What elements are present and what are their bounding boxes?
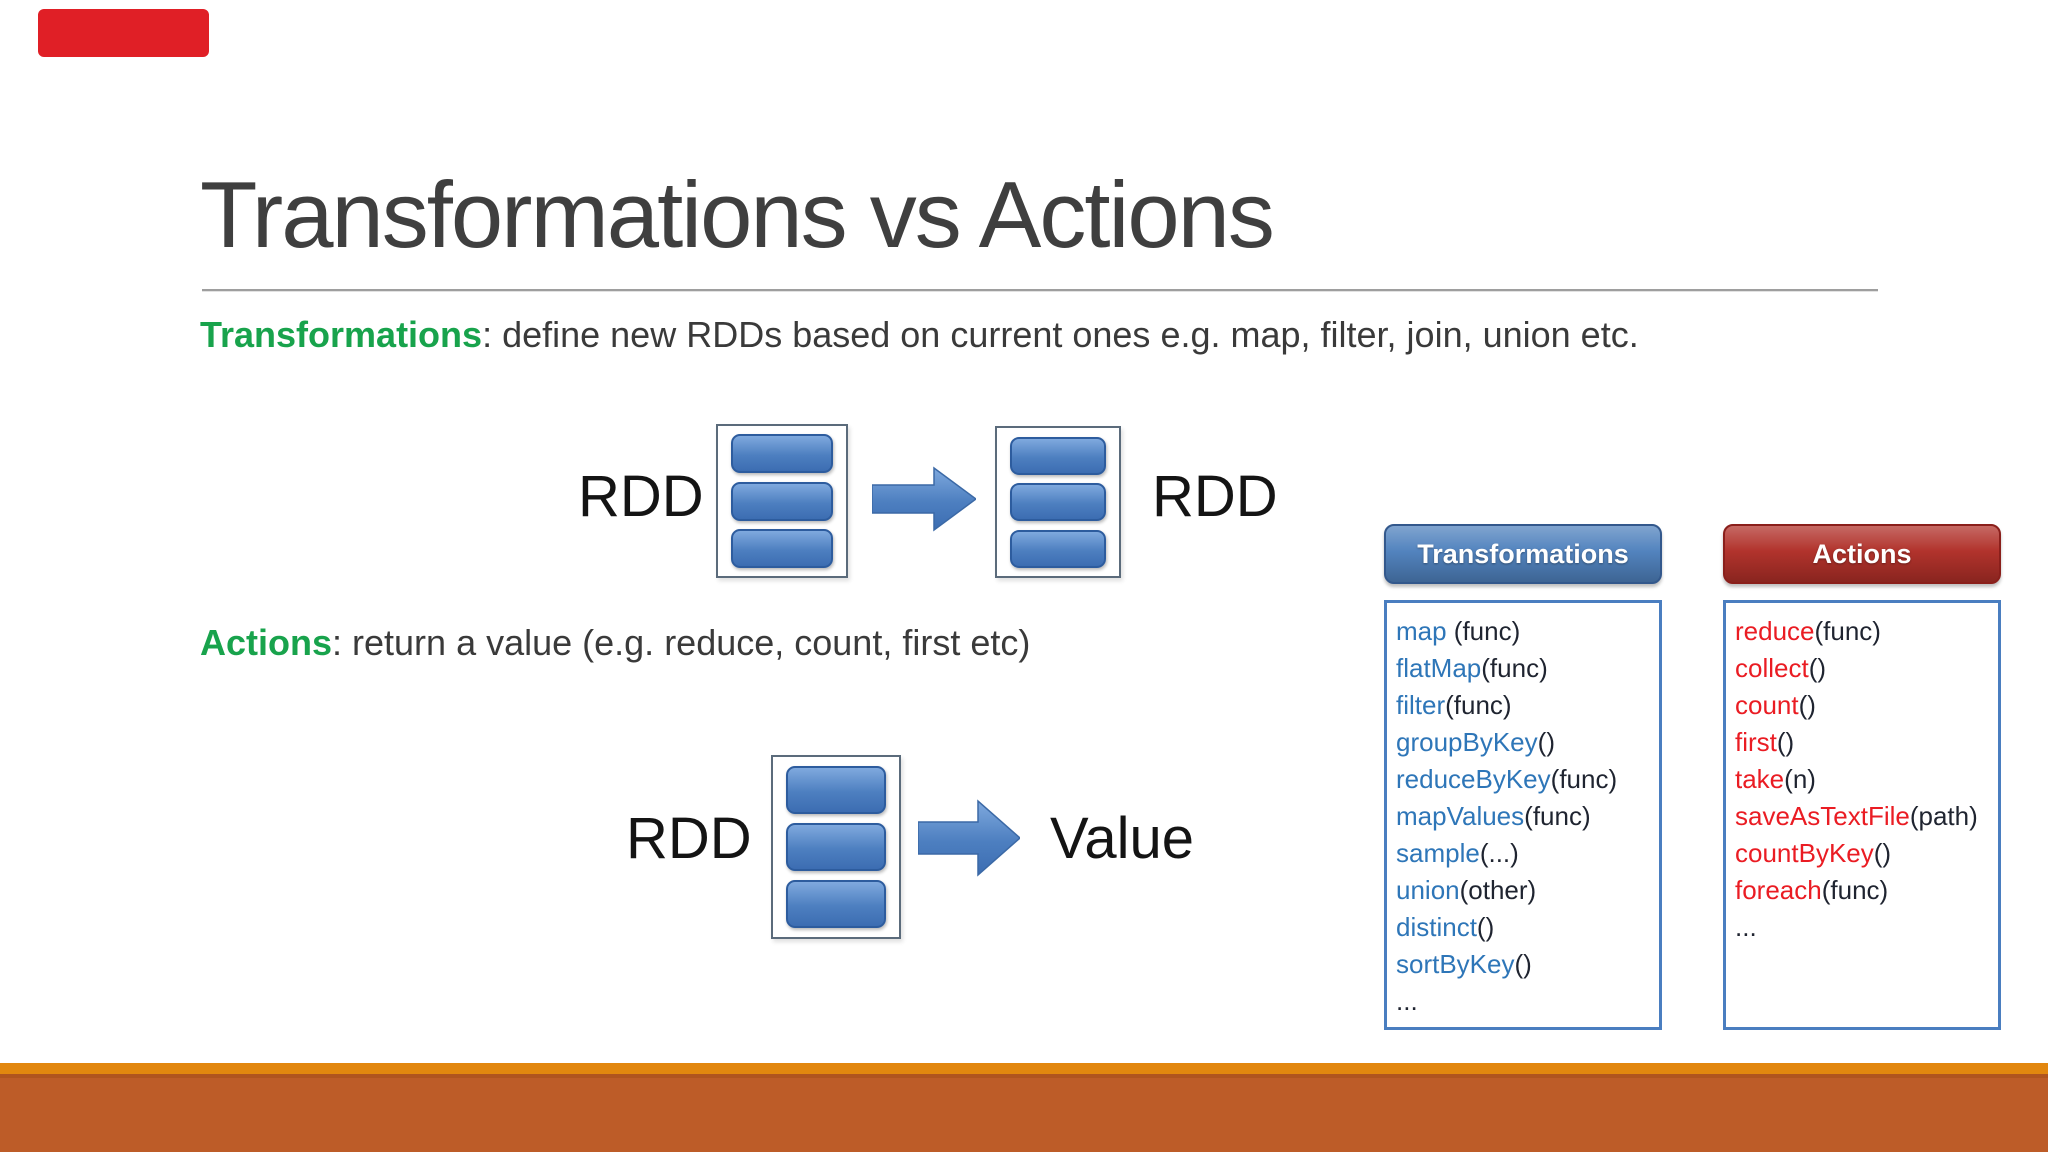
function-item: filter(func) — [1396, 690, 1512, 720]
footer-accent-strip — [0, 1063, 2048, 1074]
function-item: mapValues(func) — [1396, 801, 1591, 831]
transformations-panel-header: Transformations — [1384, 524, 1662, 584]
diagram2-rdd-box — [771, 755, 901, 939]
diagram1-left-label: RDD — [578, 464, 704, 529]
transformations-panel: Transformations map (func) flatMap(func) f… — [1384, 524, 1662, 1030]
rdd-partition-block — [731, 434, 833, 474]
diagram2-left-label: RDD — [626, 806, 752, 871]
function-item: reduceByKey(func) — [1396, 764, 1618, 794]
diagram1-rdd-box-right — [995, 426, 1121, 578]
function-item: groupByKey() — [1396, 727, 1555, 757]
rdd-partition-block — [1009, 436, 1107, 475]
function-item: count() — [1735, 690, 1816, 720]
right-arrow-icon — [872, 466, 976, 532]
definition-actions: Actions: return a value (e.g. reduce, co… — [200, 620, 1030, 665]
rdd-partition-block — [786, 766, 886, 814]
definition-transformations: Transformations: define new RDDs based o… — [200, 312, 1639, 357]
function-item: union(other) — [1396, 875, 1537, 905]
actions-function-list: reduce(func) collect() count() first() take(… — [1723, 600, 2001, 1030]
function-item: reduce(func) — [1735, 616, 1881, 646]
term-transformations: Transformations — [200, 314, 483, 355]
rdd-partition-block — [1009, 529, 1107, 568]
function-item: first() — [1735, 727, 1795, 757]
rdd-partition-block — [731, 528, 833, 568]
function-item: foreach(func) — [1735, 875, 1889, 905]
function-item: saveAsTextFile(path) — [1735, 801, 1978, 831]
page-title: Transformations vs Actions — [200, 162, 1275, 267]
rdd-partition-block — [731, 481, 833, 521]
function-item: take(n) — [1735, 764, 1816, 794]
function-item: sample(...) — [1396, 838, 1519, 868]
actions-panel: Actions reduce(func) collect() count() firs… — [1723, 524, 2001, 1030]
right-arrow-icon — [918, 799, 1020, 877]
rdd-partition-block — [786, 880, 886, 928]
rdd-partition-block — [786, 823, 886, 871]
function-item: sortByKey() — [1396, 949, 1532, 979]
footer-bar — [0, 1074, 2048, 1152]
function-item: flatMap(func) — [1396, 653, 1548, 683]
red-indicator-badge — [38, 9, 209, 57]
diagram1-right-label: RDD — [1152, 464, 1278, 529]
transformations-function-list: map (func) flatMap(func) filter(func) group… — [1384, 600, 1662, 1030]
function-item: collect() — [1735, 653, 1827, 683]
diagram1-rdd-box-left — [716, 424, 848, 578]
title-divider — [202, 289, 1878, 292]
actions-panel-header: Actions — [1723, 524, 2001, 584]
function-item: countByKey() — [1735, 838, 1892, 868]
function-item: distinct() — [1396, 912, 1495, 942]
definition-actions-text: : return a value (e.g. reduce, count, fi… — [332, 622, 1031, 663]
function-item: ... — [1735, 912, 1757, 942]
function-item: map (func) — [1396, 616, 1521, 646]
function-item: ... — [1396, 986, 1418, 1016]
definition-transformations-text: : define new RDDs based on current ones … — [482, 314, 1639, 355]
diagram2-right-label: Value — [1050, 806, 1195, 871]
rdd-partition-block — [1009, 483, 1107, 521]
term-actions: Actions — [200, 622, 333, 663]
